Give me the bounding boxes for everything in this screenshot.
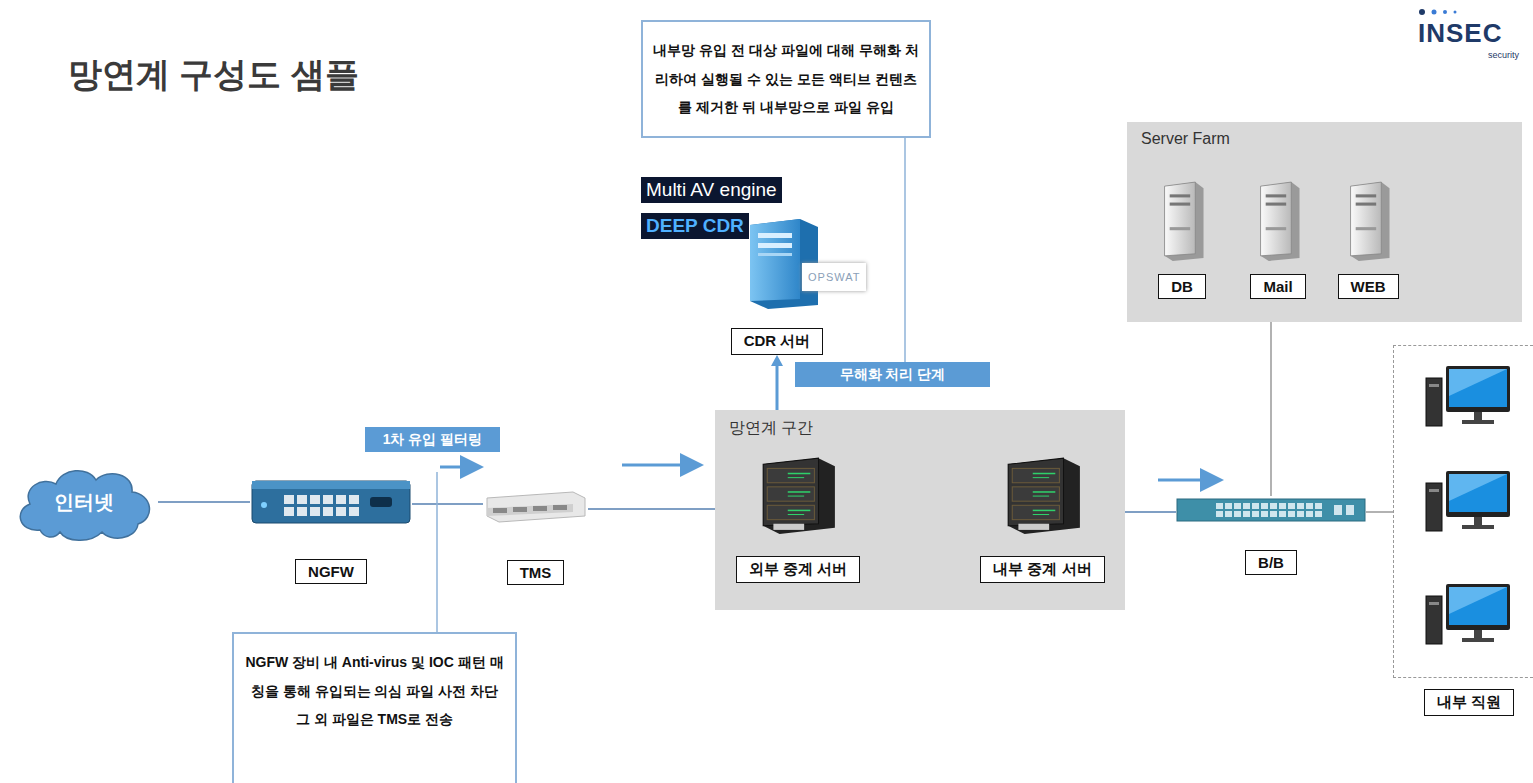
callout-box: NGFW 장비 내 Anti-virus 및 IOC 패턴 매칭을 통해 유입되… — [232, 632, 517, 783]
badge-text: Multi AV engine — [646, 179, 777, 200]
device-label: WEB — [1338, 274, 1399, 299]
tms-icon — [483, 488, 588, 530]
zone-panel: Server FarmDB Mail WEB — [1127, 122, 1522, 322]
device: DB — [1141, 180, 1223, 299]
flow-arrow — [440, 466, 478, 469]
device: NGFW — [250, 477, 412, 584]
connector — [771, 355, 783, 410]
zone-panel: 망연계 구간외부 중계 서버 내부 중계 서버 — [715, 410, 1125, 610]
rack-icon — [1002, 452, 1084, 538]
device: 내부 중계 서버 — [965, 452, 1120, 583]
connector — [158, 502, 250, 503]
pc-icons — [1394, 346, 1533, 679]
leader-line — [436, 472, 438, 632]
connector — [1271, 322, 1272, 496]
connector — [412, 504, 483, 505]
badge-box: DEEP CDR — [641, 213, 749, 239]
cloud-text: 인터넷 — [54, 489, 114, 516]
tag-text: 무해화 처리 단계 — [840, 366, 946, 382]
badge-text: DEEP CDR — [646, 215, 744, 236]
device-label: TMS — [507, 560, 565, 585]
device: TMS — [483, 488, 588, 585]
device-label: 외부 중계 서버 — [736, 556, 860, 583]
ngfw-icon — [250, 477, 412, 531]
staff-zone: 내부 직원 — [1393, 345, 1533, 678]
callout-text: 내부망 유입 전 대상 파일에 대해 무해화 처리하여 실행될 수 있는 모든 … — [653, 36, 919, 122]
logo-text: INSEC — [1418, 18, 1502, 49]
tag-box: 무해화 처리 단계 — [795, 362, 990, 387]
connector — [1366, 512, 1393, 513]
callout-text: NGFW 장비 내 Anti-virus 및 IOC 패턴 매칭을 통해 유입되… — [244, 648, 505, 734]
logo-dots — [1419, 9, 1457, 15]
device-label: DB — [1158, 274, 1206, 299]
callout-box: 내부망 유입 전 대상 파일에 대해 무해화 처리하여 실행될 수 있는 모든 … — [641, 20, 931, 138]
device-label: Mail — [1250, 274, 1305, 299]
cloud-box: 인터넷 — [10, 460, 158, 544]
device-label: CDR 서버 — [731, 328, 824, 355]
tag-text: 1차 유입 필터링 — [383, 431, 483, 447]
tower-icon — [1341, 180, 1395, 266]
device: WEB — [1327, 180, 1409, 299]
tower-icon — [1155, 180, 1209, 266]
device: B/B — [1176, 496, 1366, 575]
device: OPSWATCDR 서버 — [712, 215, 842, 355]
device: 외부 중계 서버 — [723, 452, 873, 583]
sw-icon — [1176, 496, 1366, 528]
flow-arrow — [622, 464, 698, 467]
zone-label: 내부 직원 — [1424, 689, 1514, 716]
device-label: 내부 중계 서버 — [980, 556, 1104, 583]
logo-subtext: security — [1488, 50, 1519, 60]
flow-arrow — [1158, 479, 1218, 482]
device-label: NGFW — [295, 559, 367, 584]
badge-box: Multi AV engine — [641, 177, 782, 203]
device-label: B/B — [1245, 550, 1297, 575]
zone-heading: 망연계 구간 — [729, 418, 813, 439]
page-title: 망연계 구성도 샘플 — [68, 52, 359, 98]
connector — [905, 138, 906, 362]
vendor-label: OPSWAT — [802, 263, 866, 291]
rack-icon — [757, 452, 839, 538]
tag-box: 1차 유입 필터링 — [365, 427, 500, 452]
device: Mail — [1237, 180, 1319, 299]
zone-heading: Server Farm — [1141, 130, 1230, 148]
tower-icon — [1251, 180, 1305, 266]
